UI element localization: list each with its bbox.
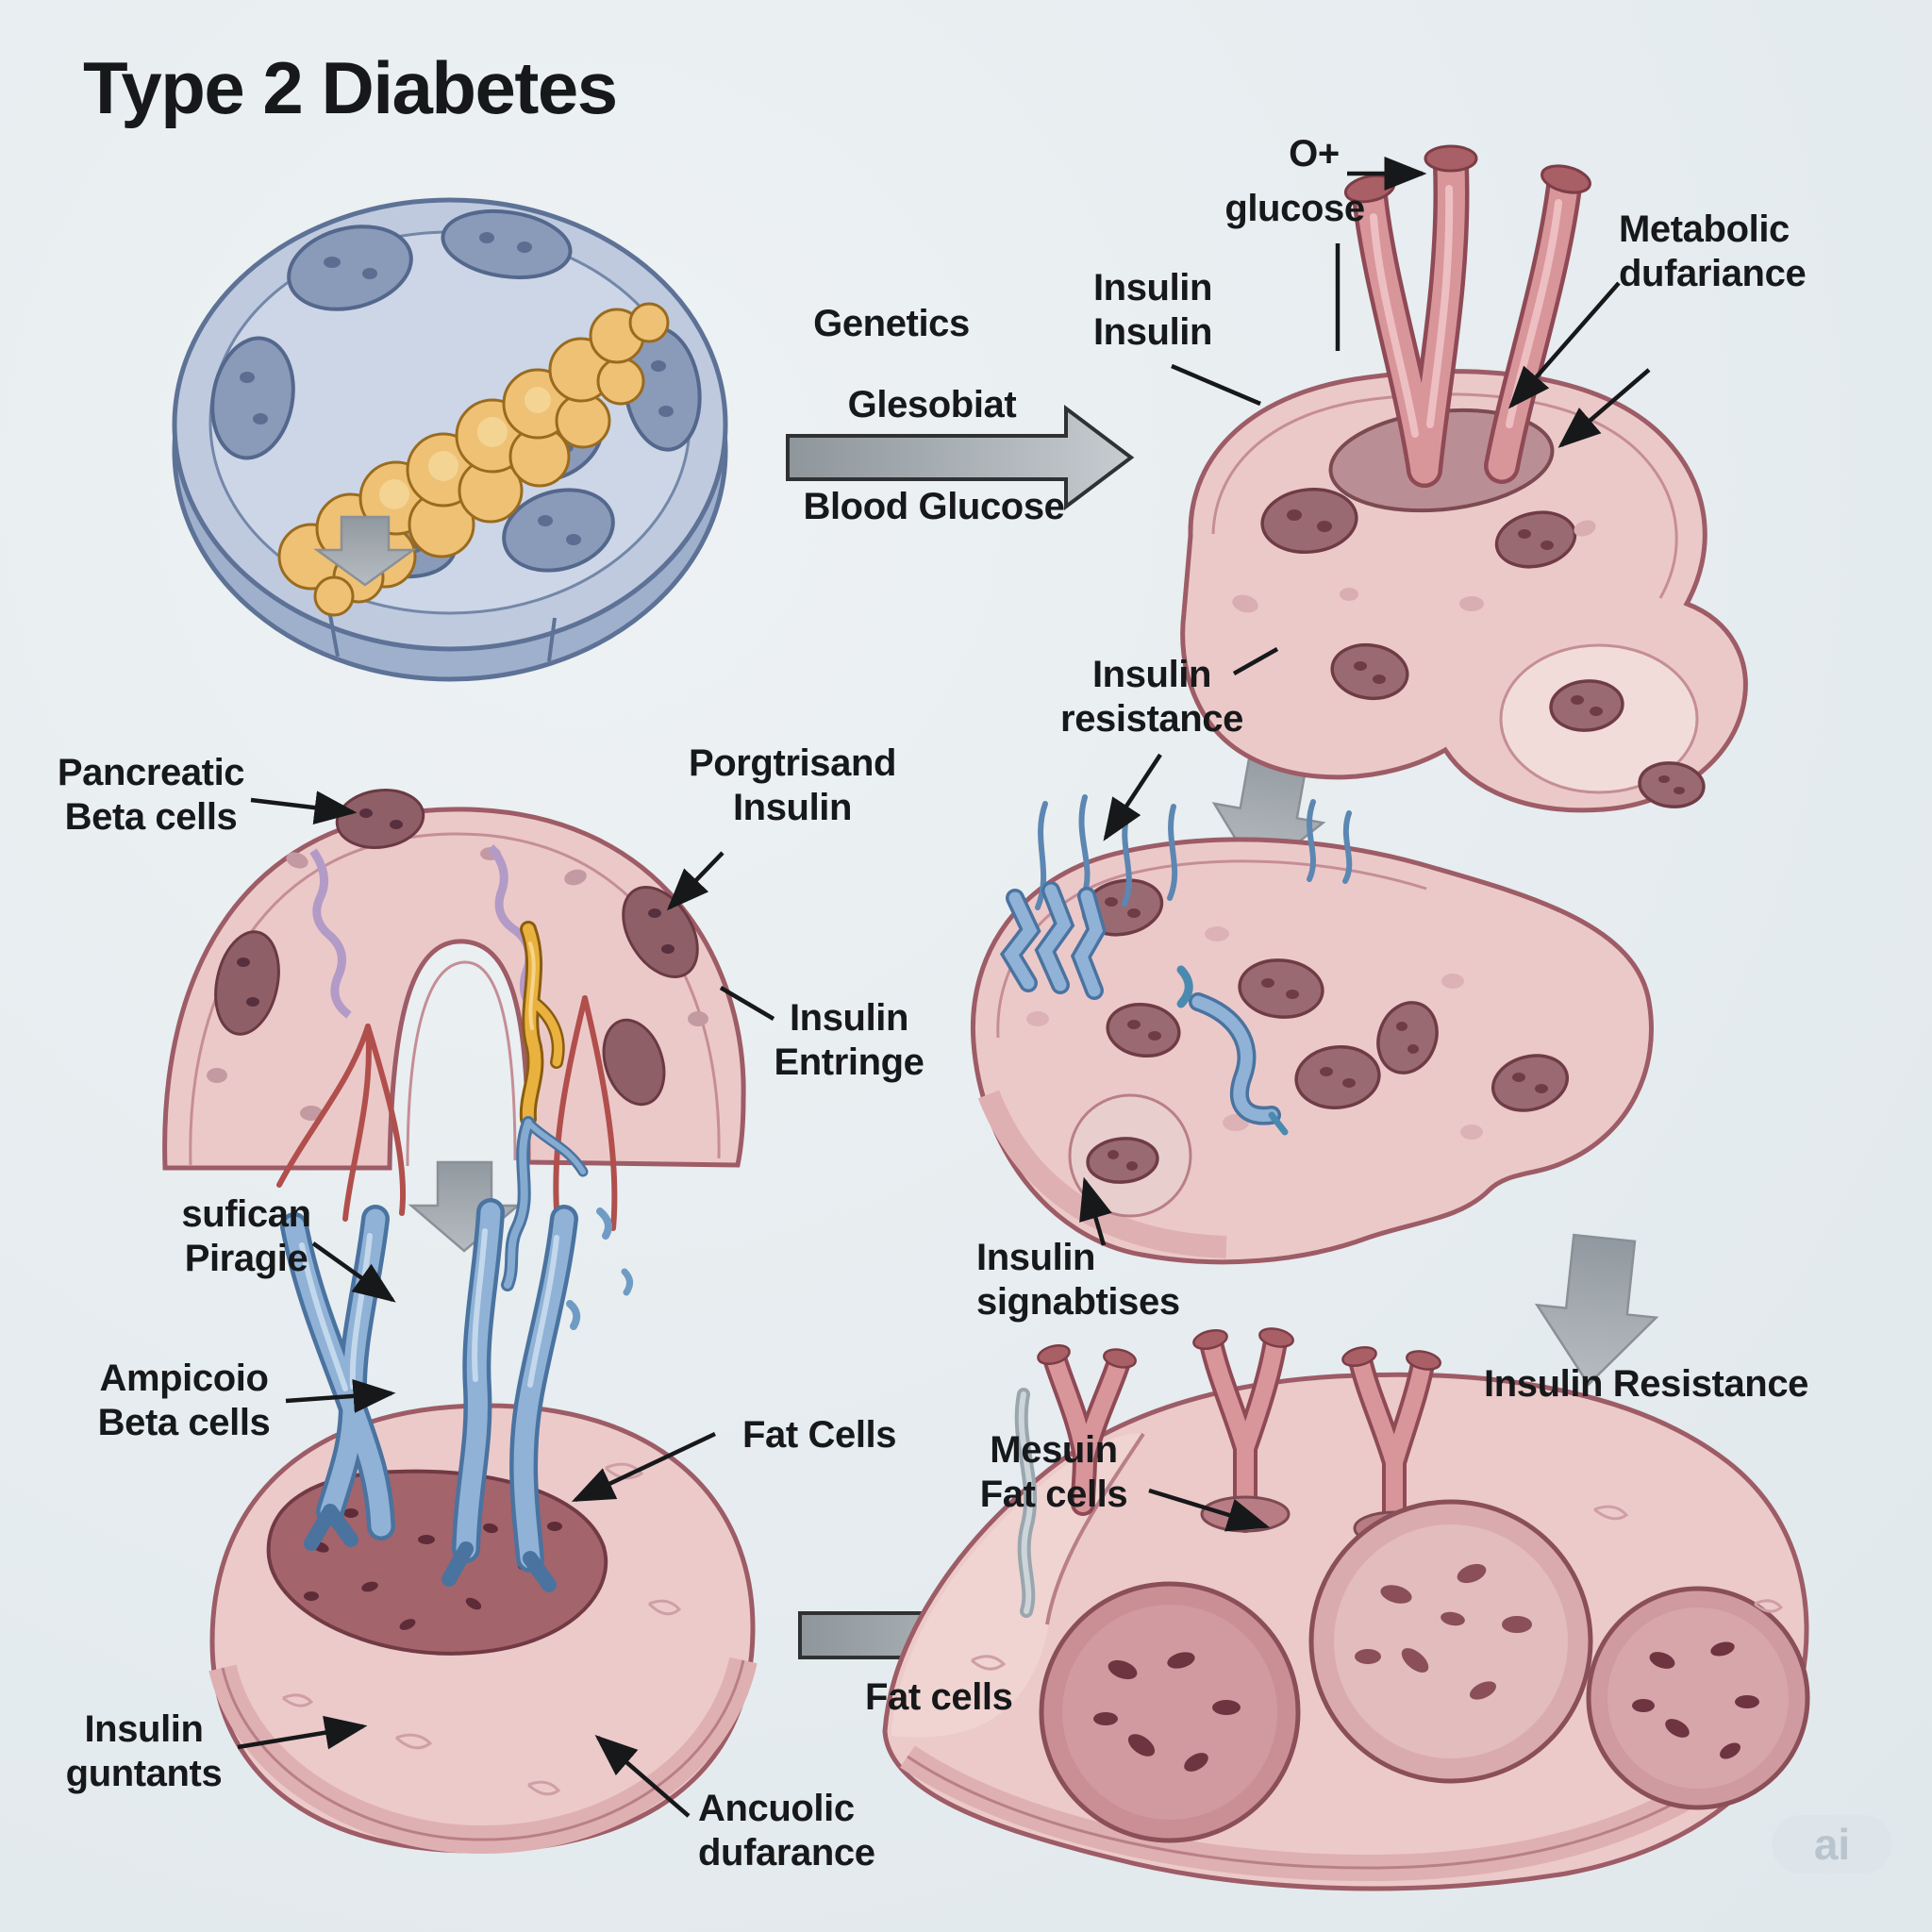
fat-globules xyxy=(1039,1499,1810,1843)
membrane-squiggles xyxy=(971,1505,1784,1671)
bottom-right-cell-illustration xyxy=(882,1327,1810,1891)
purple-chain xyxy=(309,843,538,1019)
label-insulin-resistance-br: Insulin Resistance xyxy=(1484,1363,1809,1405)
insulin-threads xyxy=(999,794,1353,1136)
leader-ancuolic xyxy=(594,1735,691,1818)
label-insulin-guntants: Insulin guntants xyxy=(65,1708,223,1795)
label-insulin-signabtises: Insulin signabtises xyxy=(976,1237,1180,1324)
page-title: Type 2 Diabetes xyxy=(83,46,618,129)
vessel-branches xyxy=(276,995,618,1231)
gray-thread xyxy=(1014,1388,1038,1618)
label-insulin-entringe: Insulin Entringe xyxy=(774,997,924,1084)
label-o-plus: O+ xyxy=(1289,133,1340,175)
beta-cell-arch-illustration xyxy=(162,789,746,1330)
arrow-down-icon-4 xyxy=(1534,1233,1659,1387)
leader-sufican xyxy=(311,1241,396,1303)
pancreas-illustration xyxy=(277,302,670,617)
label-mesuin-fat-cells: Mesuin Fat cells xyxy=(979,1429,1128,1516)
label-metabolic-dufariance: Metabolic dufariance xyxy=(1619,208,1807,295)
leader-metabolic-2 xyxy=(1557,368,1651,448)
tissue-specks xyxy=(1026,926,1483,1140)
label-ampicoio-beta-cells: Ampicoio Beta cells xyxy=(97,1357,271,1444)
label-glucose: glucose xyxy=(1224,188,1365,229)
label-glesobiat: Glesobiat xyxy=(847,384,1017,425)
ai-watermark-text: ai xyxy=(1813,1820,1851,1869)
blue-drip xyxy=(501,1116,633,1330)
pink-receptor-branches xyxy=(1352,148,1582,488)
leader-signabtises xyxy=(1079,1176,1112,1246)
ai-watermark: ai xyxy=(1772,1815,1892,1874)
label-sufican-piragie: sufican Piragie xyxy=(181,1193,311,1280)
arrow-right-icon-1 xyxy=(786,404,1135,511)
label-porgtrisand-insulin: Porgtrisand Insulin xyxy=(688,742,897,829)
islet-disc-illustration xyxy=(172,197,728,682)
label-fat-cells-upper: Fat Cells xyxy=(742,1414,897,1456)
fat-cell-illustration xyxy=(208,1198,758,1855)
label-pancreatic-beta-cells: Pancreatic Beta cells xyxy=(57,752,245,839)
label-insulin-insulin: Insulin Insulin xyxy=(1092,267,1213,354)
label-insulin-resistance-mid: Insulin resistance xyxy=(1060,654,1243,741)
label-genetics: Genetics xyxy=(813,303,970,344)
leader-mesuin xyxy=(1148,1488,1271,1532)
leader-pancreatic xyxy=(250,791,358,825)
leader-resistance xyxy=(1232,647,1279,675)
leader-fat-cells xyxy=(571,1431,716,1503)
yellow-branch xyxy=(519,921,565,1127)
leader-ampicoio xyxy=(285,1378,396,1413)
top-right-cell-illustration xyxy=(1180,144,1748,813)
leader-arrows xyxy=(237,157,1651,1818)
pancreas-highlights xyxy=(379,387,551,509)
leader-guntants xyxy=(237,1715,368,1750)
leader-metabolic-1 xyxy=(1508,281,1621,409)
leader-resistance-down xyxy=(1103,753,1162,841)
middle-right-cell-illustration xyxy=(970,794,1654,1265)
leader-porgtrisand xyxy=(666,851,724,911)
leader-insulin-insulin xyxy=(1171,363,1261,407)
label-ancuolic-dufarance: Ancuolic dufarance xyxy=(698,1788,875,1874)
label-blood-glucose: Blood Glucose xyxy=(803,486,1065,527)
tissue-specks xyxy=(1232,520,1596,613)
leader-entringe xyxy=(719,986,775,1021)
label-fat-cells-lower: Fat cells xyxy=(865,1676,1013,1718)
arrow-down-icon-1 xyxy=(313,515,417,587)
